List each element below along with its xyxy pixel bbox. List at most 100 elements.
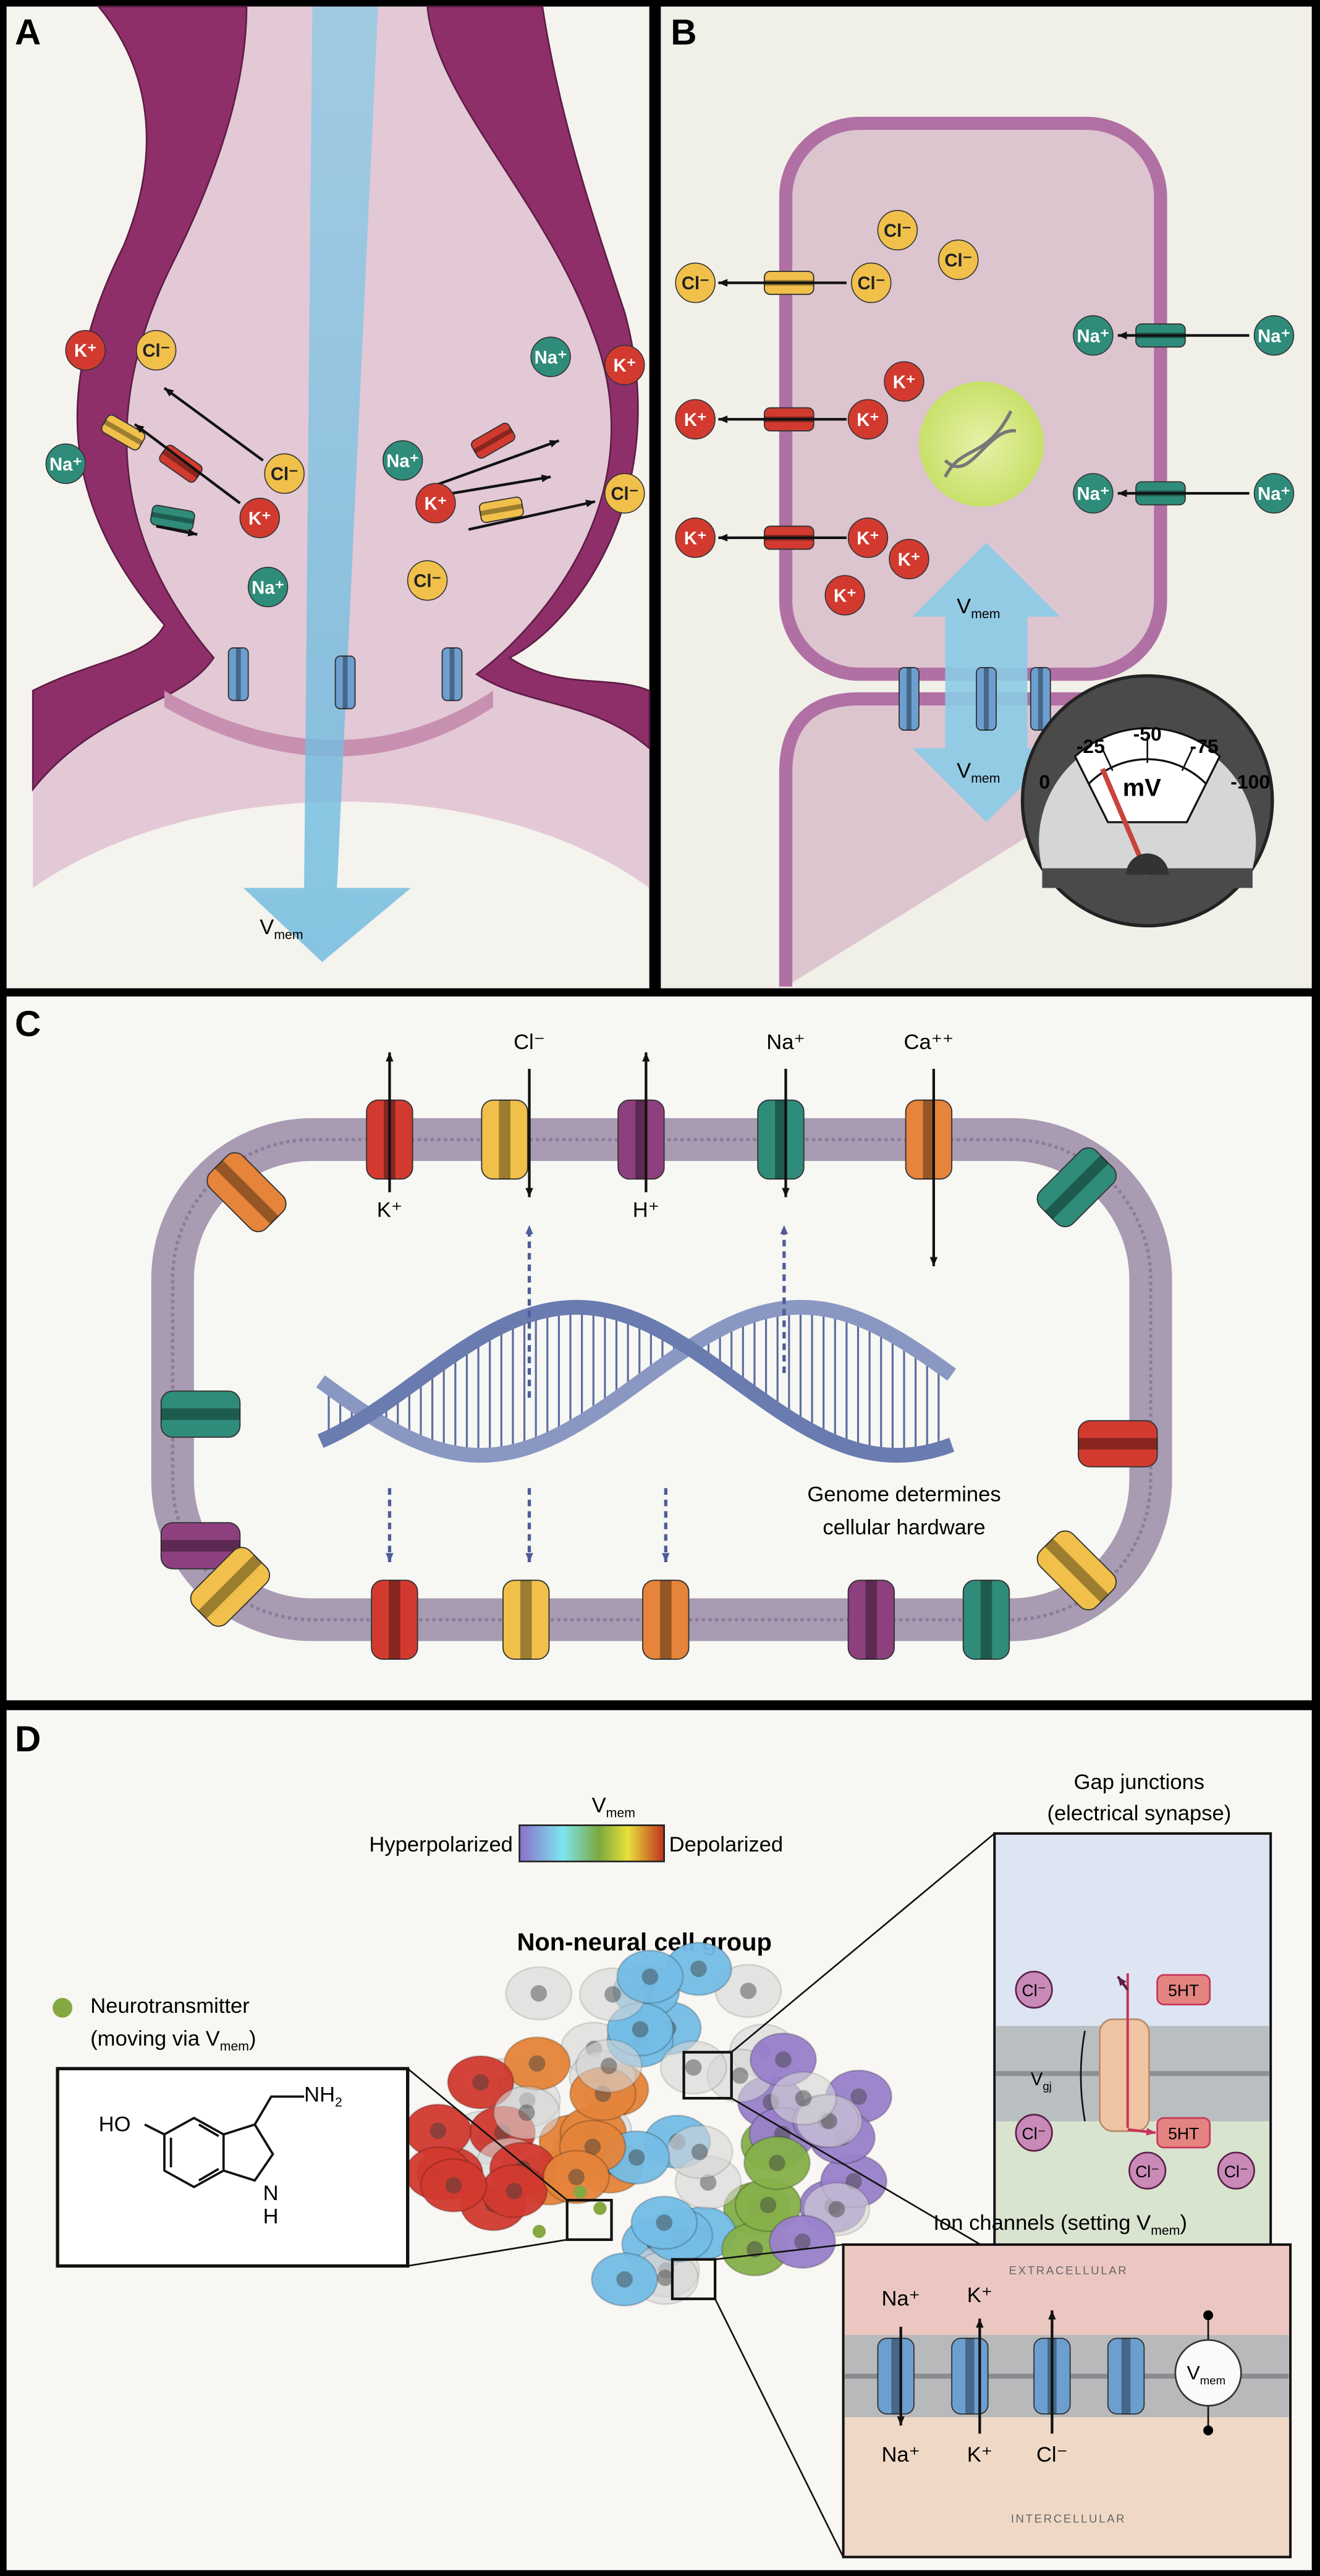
gap-junction-channel xyxy=(976,667,997,731)
gap-junction-channel xyxy=(899,667,920,731)
cell xyxy=(543,2149,611,2204)
ion-na: Na⁺ xyxy=(1253,473,1295,514)
svg-text:5HT: 5HT xyxy=(1168,1981,1199,2000)
cell xyxy=(505,1966,573,2021)
ion-channel xyxy=(847,1579,895,1660)
ion-channel xyxy=(478,496,524,523)
svg-text:Cl⁻: Cl⁻ xyxy=(1022,1981,1046,2000)
ion-channel xyxy=(371,1579,418,1660)
svg-text:Cl⁻: Cl⁻ xyxy=(1224,2162,1248,2181)
gap-junction-subtitle: (electrical synapse) xyxy=(1047,1802,1231,1826)
ion-cl: Cl⁻ xyxy=(851,262,892,304)
gap-flow-arrow xyxy=(1127,2128,1156,2136)
ion-cl: Cl⁻ xyxy=(407,560,448,601)
zoom-box-molecule xyxy=(565,2198,613,2242)
cl-efflux-arrow xyxy=(1048,2310,1056,2434)
dna-helix xyxy=(316,1299,957,1463)
ion-flow-arrow xyxy=(435,439,560,487)
na-influx-arrow xyxy=(782,1069,790,1197)
ion-k: K⁺ xyxy=(675,399,716,440)
svg-text:Na⁺: Na⁺ xyxy=(1077,485,1109,504)
channel-label-na: Na⁺ xyxy=(766,1031,805,1054)
cell xyxy=(493,2085,561,2140)
voltmeter-gauge: 0-25-50-75-100 mV xyxy=(1020,674,1274,928)
gap-junction-channel xyxy=(441,647,463,702)
vmem-label-a: Vmem xyxy=(260,916,303,942)
gauge-tick xyxy=(1101,746,1114,772)
ion-channel xyxy=(160,1390,241,1438)
ion-k: K⁺ xyxy=(239,498,280,538)
ion-channel xyxy=(1078,1420,1158,1468)
svg-text:Cl⁻: Cl⁻ xyxy=(611,485,638,504)
serotonin-5ht: 5HT xyxy=(1156,1974,1211,2005)
svg-text:Na⁺: Na⁺ xyxy=(1258,485,1290,504)
gap-junction-title: Gap junctions xyxy=(1074,1770,1204,1794)
ion-channel xyxy=(160,1522,241,1570)
ion-label-na: Na⁺ xyxy=(881,2287,920,2310)
ion-cl: Cl⁻ xyxy=(604,473,645,514)
ion-na: Na⁺ xyxy=(1073,473,1114,514)
neurotransmitter-particle xyxy=(573,2185,587,2199)
chloride-ion: Cl⁻ xyxy=(1015,2114,1053,2152)
svg-text:K⁺: K⁺ xyxy=(248,509,271,529)
na-influx-arrow xyxy=(897,2326,905,2426)
ion-k: K⁺ xyxy=(675,517,716,558)
svg-text:Na⁺: Na⁺ xyxy=(252,578,284,598)
ion-channel xyxy=(1036,1530,1117,1610)
ion-channel xyxy=(951,2337,989,2415)
channel-cl xyxy=(481,1099,528,1180)
gap-junction-inset: Vgj xyxy=(993,1832,1272,2255)
svg-text:Na⁺: Na⁺ xyxy=(1077,326,1109,346)
svg-text:K⁺: K⁺ xyxy=(893,373,916,393)
cell xyxy=(734,2178,802,2232)
ion-na: Na⁺ xyxy=(530,336,571,377)
ion-cl: Cl⁻ xyxy=(675,262,716,304)
ion-flow-arrow xyxy=(1117,489,1250,498)
ion-channel xyxy=(206,1152,287,1233)
ion-flow-arrow xyxy=(718,415,847,423)
svg-text:Cl⁻: Cl⁻ xyxy=(413,572,441,592)
cell xyxy=(591,2252,659,2307)
genome-text-line1: Genome determines xyxy=(807,1483,1001,1507)
intercellular-label: INTERCELLULAR xyxy=(1011,2512,1127,2525)
gap-junction-channel xyxy=(334,655,356,710)
svg-text:K⁺: K⁺ xyxy=(74,341,97,361)
svg-text:Cl⁻: Cl⁻ xyxy=(682,274,709,294)
zoom-box-channels xyxy=(671,2258,717,2300)
channel-na xyxy=(757,1099,805,1180)
cl-influx-arrow xyxy=(525,1069,533,1197)
channel-label-ca: Ca⁺⁺ xyxy=(904,1031,954,1054)
channel-label-cl: Cl⁻ xyxy=(514,1031,545,1054)
channel-h xyxy=(617,1099,665,1180)
gap-flow-arrow xyxy=(1117,1976,1129,1991)
neurotransmitter-sublabel: (moving via Vmem) xyxy=(90,2027,256,2054)
chloride-ion: Cl⁻ xyxy=(1015,1971,1053,2009)
cell xyxy=(447,2055,515,2110)
ion-flow-arrow xyxy=(156,525,198,537)
panel-label-c: C xyxy=(15,1004,41,1044)
panel-label-d: D xyxy=(15,1719,41,1759)
channel-label-k: K⁺ xyxy=(377,1198,402,1222)
ion-label-cl: Cl⁻ xyxy=(1036,2443,1068,2467)
ion-k: K⁺ xyxy=(415,483,456,524)
colorbar-title: Vmem xyxy=(592,1793,635,1820)
serotonin-5ht: 5HT xyxy=(1156,2117,1211,2149)
cell xyxy=(768,2214,837,2269)
cell-cluster xyxy=(404,1941,893,2307)
ion-na: Na⁺ xyxy=(382,440,423,481)
ion-na: Na⁺ xyxy=(1253,315,1295,356)
gauge-tick-label: 0 xyxy=(1039,770,1050,793)
neurotransmitter-particle xyxy=(593,2201,607,2216)
extracellular-label: EXTRACELLULAR xyxy=(1009,2264,1128,2277)
ion-k: K⁺ xyxy=(824,575,865,616)
gene-expression-arrow xyxy=(525,1225,533,1398)
ion-na: Na⁺ xyxy=(45,443,87,484)
ion-cl: Cl⁻ xyxy=(938,239,979,280)
genome-text-line2: cellular hardware xyxy=(823,1516,985,1539)
k-efflux-arrow xyxy=(976,2318,984,2434)
ion-k: K⁺ xyxy=(884,361,924,402)
vmem-label-b1: Vmem xyxy=(957,595,1000,621)
ion-cl: Cl⁻ xyxy=(135,329,177,371)
svg-text:Cl⁻: Cl⁻ xyxy=(142,341,170,361)
channel-label-h: H⁺ xyxy=(633,1198,659,1222)
